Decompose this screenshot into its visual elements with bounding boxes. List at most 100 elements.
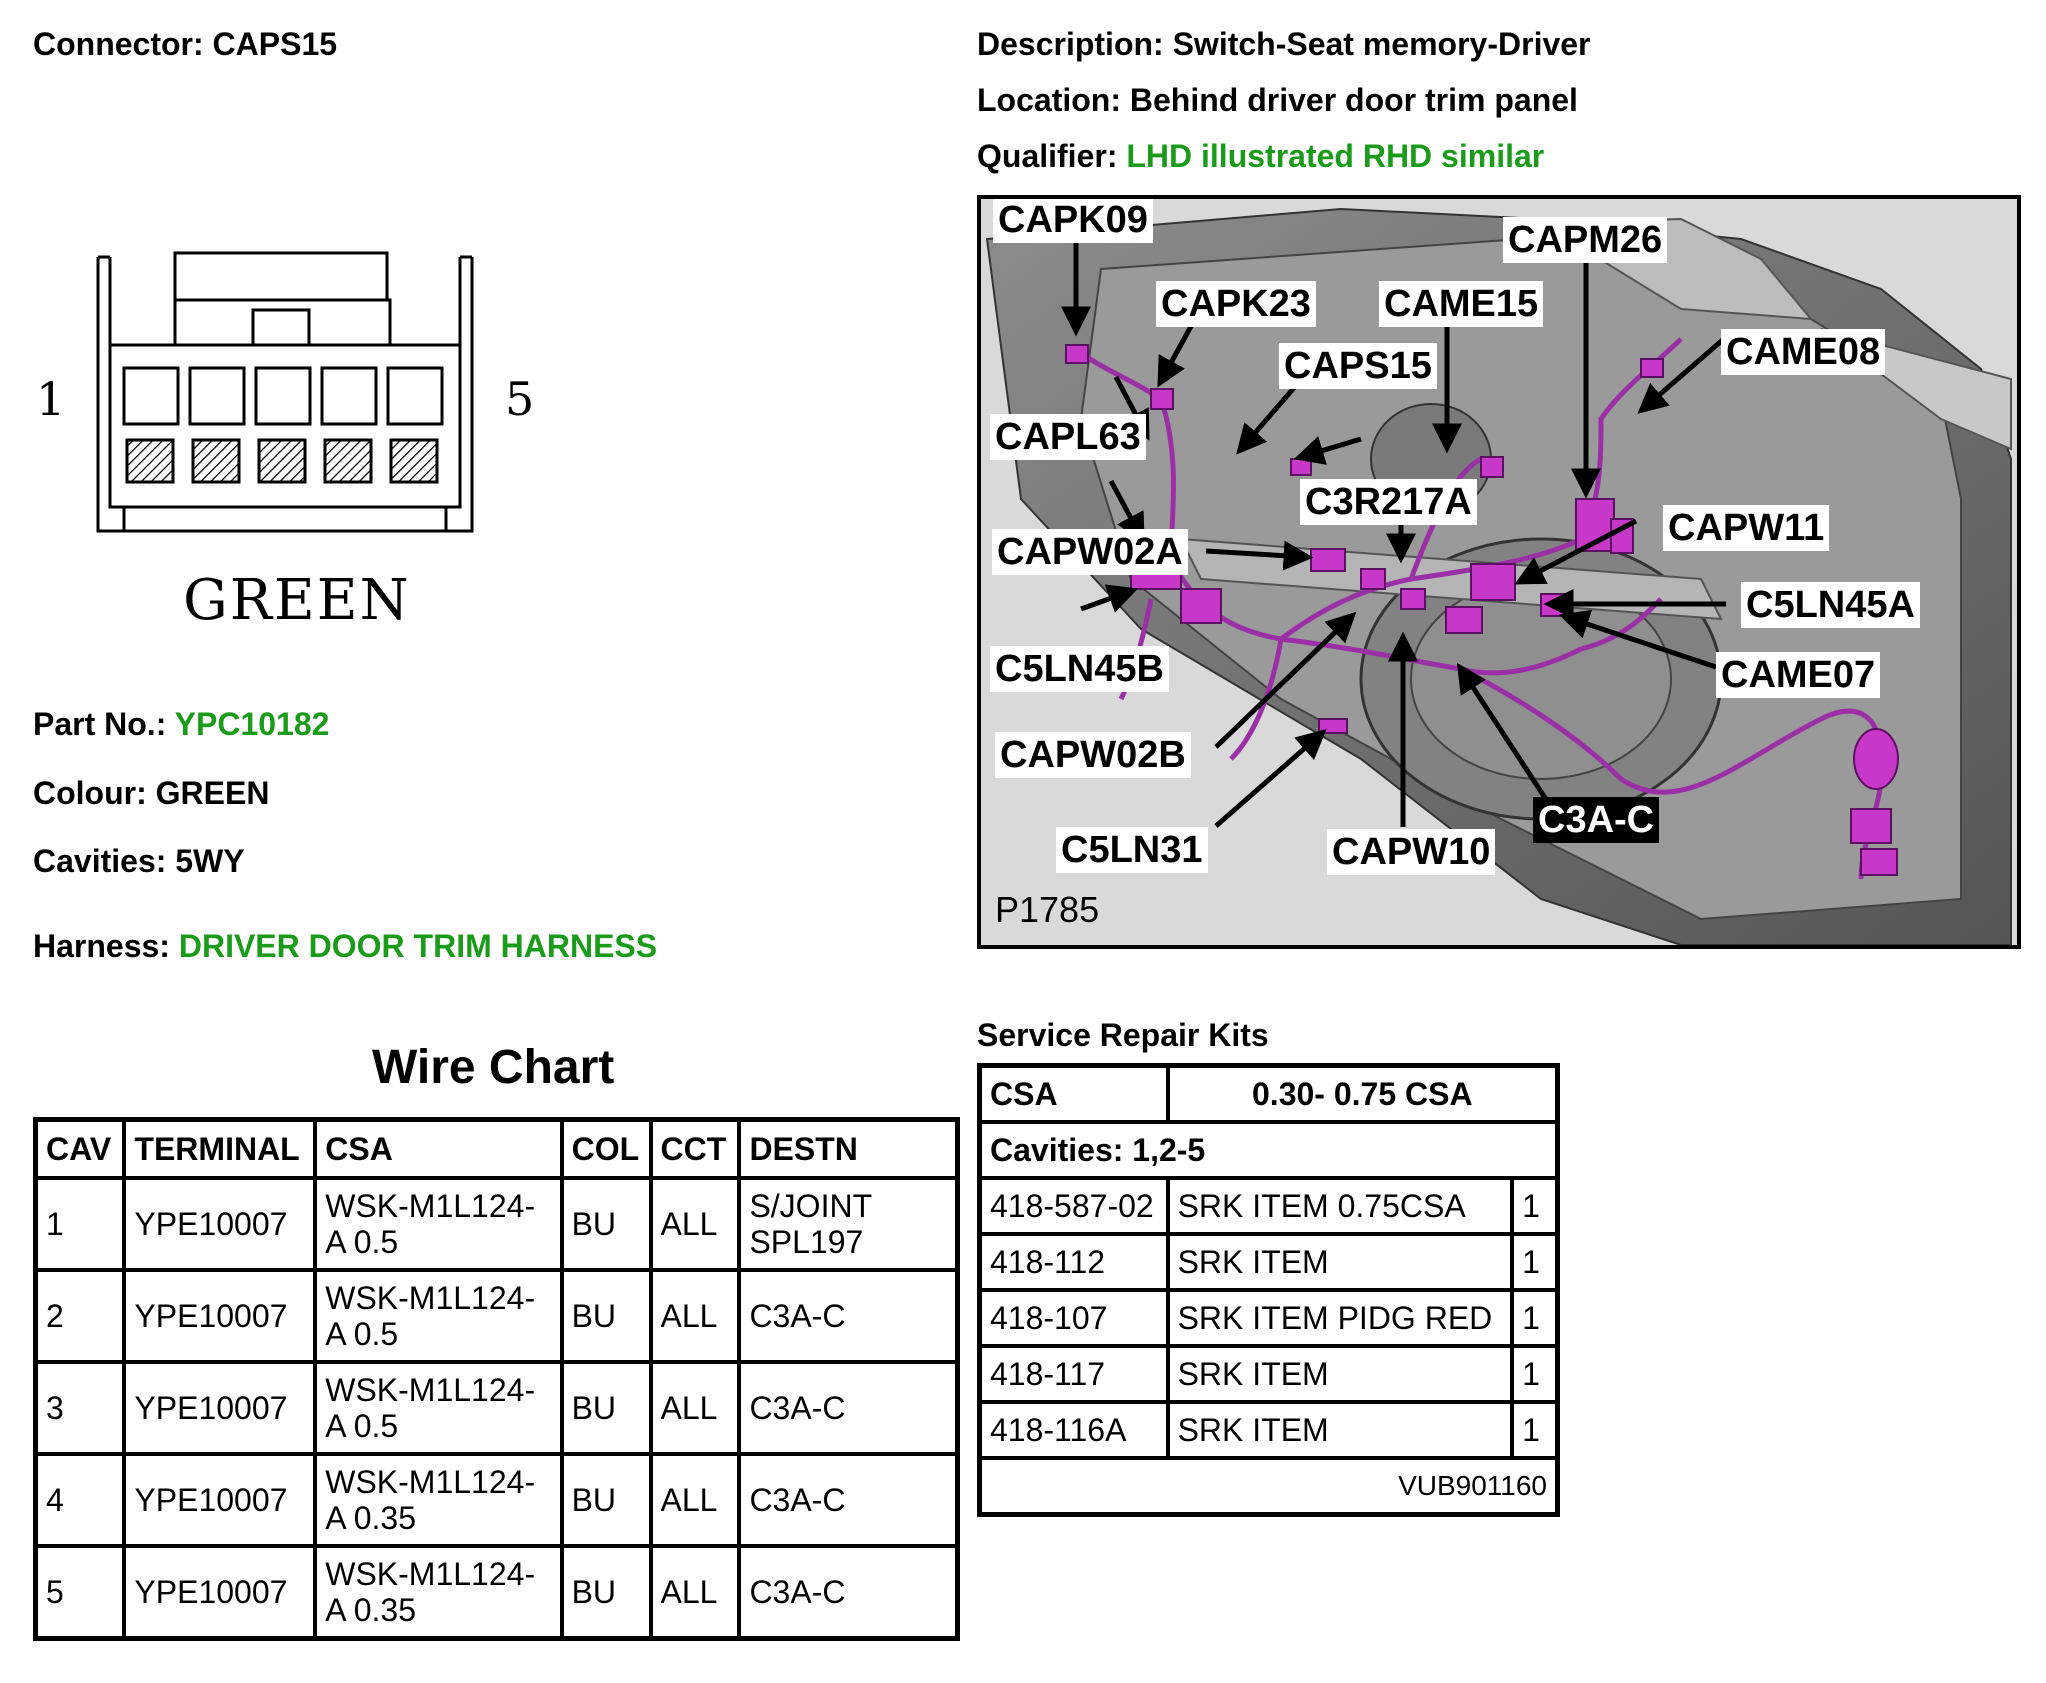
table-row: 418-107 SRK ITEM PIDG RED 1 xyxy=(977,1288,1560,1348)
col-header-csa: CSA xyxy=(313,1117,564,1180)
harness-value: DRIVER DOOR TRIM HARNESS xyxy=(178,928,658,964)
part-no-line: Part No.: YPC10182 xyxy=(33,706,329,743)
csa-line-1: WSK-M1L124- xyxy=(325,1372,536,1408)
table-row: 3 YPE10007 WSK-M1L124-A 0.5 BU ALL C3A-C xyxy=(33,1360,960,1456)
cavity-row xyxy=(122,366,444,484)
csa-cell: WSK-M1L124-A 0.5 xyxy=(313,1176,564,1272)
destn-cell: C3A-C xyxy=(737,1268,960,1364)
table-row: 418-116A SRK ITEM 1 xyxy=(977,1400,1560,1460)
table-row: 418-117 SRK ITEM 1 xyxy=(977,1344,1560,1404)
door-harness-illustration: CAPK09 CAPM26 CAPK23 CAME15 CAME08 CAPS1… xyxy=(977,195,2021,949)
connector-colour-caption: GREEN xyxy=(183,568,411,633)
table-row: 1 YPE10007 WSK-M1L124-A 0.5 BU ALL S/JOI… xyxy=(33,1176,960,1272)
callout-label: CAPK09 xyxy=(993,199,1153,243)
connector-value: CAPS15 xyxy=(212,26,338,62)
kit-code: 418-112 xyxy=(977,1232,1170,1292)
harness-line: Harness: DRIVER DOOR TRIM HARNESS xyxy=(33,928,657,965)
qualifier-line: Qualifier: LHD illustrated RHD similar xyxy=(977,138,1544,175)
kit-qty: 1 xyxy=(1510,1400,1560,1460)
kit-csa-row: CSA 0.30- 0.75 CSA xyxy=(977,1063,1560,1124)
table-row: 4 YPE10007 WSK-M1L124-A 0.35 BU ALL C3A-… xyxy=(33,1452,960,1548)
callout-label: CAPW02B xyxy=(995,732,1191,778)
wire-chart-header-row: CAV TERMINAL CSA COL CCT DESTN xyxy=(33,1117,960,1180)
cct-cell: ALL xyxy=(648,1544,742,1641)
pin-number-first: 1 xyxy=(36,372,66,426)
destn-cell: C3A-C xyxy=(737,1544,960,1641)
terminal-cell: YPE10007 xyxy=(122,1176,318,1272)
harness-label: Harness: xyxy=(33,928,170,964)
colour-label: Colour: xyxy=(33,775,147,811)
terminal-lock-2 xyxy=(191,438,241,484)
description-line: Description: Switch-Seat memory-Driver xyxy=(977,26,1591,63)
kit-qty: 1 xyxy=(1510,1288,1560,1348)
wire-chart-title: Wire Chart xyxy=(372,1041,615,1094)
kit-cavities-row: Cavities: 1,2-5 xyxy=(977,1120,1560,1180)
col-cell: BU xyxy=(559,1452,653,1548)
cav-cell: 5 xyxy=(33,1544,127,1641)
col-header-col: COL xyxy=(559,1117,653,1180)
cct-cell: ALL xyxy=(648,1268,742,1364)
cav-cell: 4 xyxy=(33,1452,127,1548)
destn-line-1: S/JOINT xyxy=(749,1188,873,1224)
cavity-3 xyxy=(254,366,312,426)
terminal-lock-5 xyxy=(389,438,439,484)
part-no-label: Part No.: xyxy=(33,706,167,742)
connector-face-diagram xyxy=(96,251,474,533)
kit-code: 418-117 xyxy=(977,1344,1170,1404)
terminal-lock-4 xyxy=(323,438,373,484)
terminal-lock-3 xyxy=(257,438,307,484)
csa-cell: WSK-M1L124-A 0.5 xyxy=(313,1360,564,1456)
destn-cell: C3A-C xyxy=(737,1452,960,1548)
cavity-5 xyxy=(386,366,444,426)
csa-line-1: WSK-M1L124- xyxy=(325,1188,536,1224)
csa-line-2: A 0.5 xyxy=(325,1408,399,1444)
qualifier-label: Qualifier: xyxy=(977,138,1118,174)
cavity-2 xyxy=(188,366,246,426)
csa-line-2: A 0.35 xyxy=(325,1500,416,1536)
col-header-cct: CCT xyxy=(648,1117,742,1180)
wire-chart-table: CAV TERMINAL CSA COL CCT DESTN 1 YPE1000… xyxy=(33,1117,960,1641)
callout-label: CAPW02A xyxy=(992,529,1188,575)
col-header-cav: CAV xyxy=(33,1117,127,1180)
kit-code: 418-587-02 xyxy=(977,1176,1170,1236)
callout-label: CAPS15 xyxy=(1279,343,1437,389)
kit-code: 418-116A xyxy=(977,1400,1170,1460)
door-panel-drawing xyxy=(985,207,2012,945)
callout-label: CAME15 xyxy=(1379,281,1544,327)
callout-label: CAPL63 xyxy=(990,414,1146,460)
cavities-label: Cavities: xyxy=(33,843,167,879)
kit-qty: 1 xyxy=(1510,1176,1560,1236)
terminal-lock-1 xyxy=(125,438,175,484)
callout-label: C3R217A xyxy=(1300,479,1477,525)
csa-cell: WSK-M1L124-A 0.5 xyxy=(313,1268,564,1364)
csa-line-2: A 0.35 xyxy=(325,1592,416,1628)
terminal-cell: YPE10007 xyxy=(122,1360,318,1456)
table-row: 418-587-02 SRK ITEM 0.75CSA 1 xyxy=(977,1176,1560,1236)
qualifier-value: LHD illustrated RHD similar xyxy=(1126,138,1545,174)
csa-line-1: WSK-M1L124- xyxy=(325,1464,536,1500)
col-cell: BU xyxy=(559,1268,653,1364)
description-label: Description: xyxy=(977,26,1164,62)
kit-name: SRK ITEM PIDG RED xyxy=(1165,1288,1515,1348)
destn-line-2: SPL197 xyxy=(749,1224,864,1260)
col-header-terminal: TERMINAL xyxy=(122,1117,318,1180)
callout-label: C5LN45A xyxy=(1741,582,1920,628)
kit-name: SRK ITEM xyxy=(1165,1400,1515,1460)
location-label: Location: xyxy=(977,82,1121,118)
destn-cell: C3A-C xyxy=(737,1360,960,1456)
kit-name: SRK ITEM xyxy=(1165,1232,1515,1292)
callout-label: CAPW11 xyxy=(1663,505,1830,551)
service-kits-table: CSA 0.30- 0.75 CSA Cavities: 1,2-5 418-5… xyxy=(977,1063,1560,1517)
cct-cell: ALL xyxy=(648,1360,742,1456)
cct-cell: ALL xyxy=(648,1176,742,1272)
kit-footer-code: VUB901160 xyxy=(977,1456,1560,1517)
description-value: Switch-Seat memory-Driver xyxy=(1172,26,1591,62)
kit-code: 418-107 xyxy=(977,1288,1170,1348)
kit-cavities: Cavities: 1,2-5 xyxy=(977,1120,1560,1180)
kit-qty: 1 xyxy=(1510,1344,1560,1404)
terminal-cell: YPE10007 xyxy=(122,1268,318,1364)
cct-cell: ALL xyxy=(648,1452,742,1548)
callout-label: CAPW10 xyxy=(1327,829,1496,875)
cavities-value: 5WY xyxy=(175,843,245,879)
